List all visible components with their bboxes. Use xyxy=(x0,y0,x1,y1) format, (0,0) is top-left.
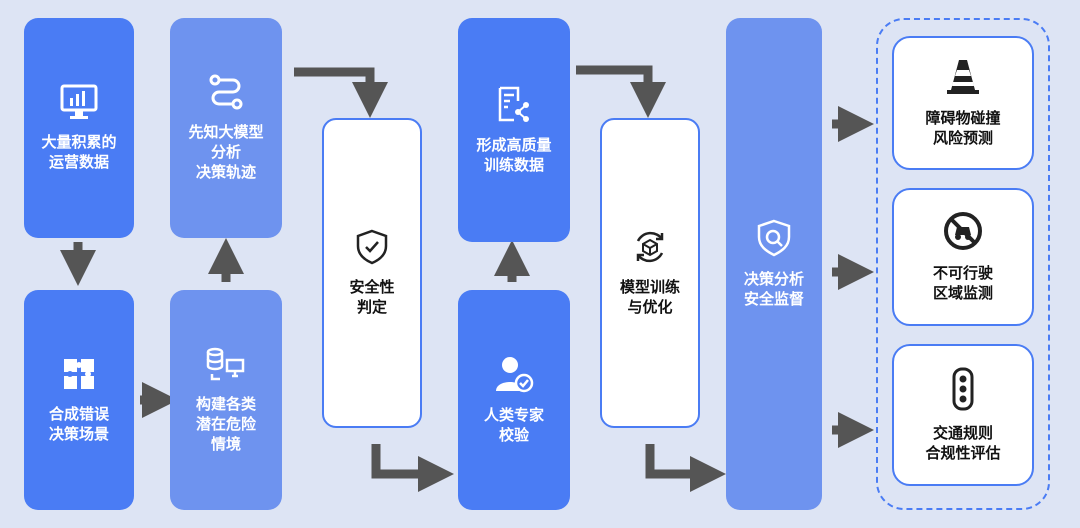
output-no-drive: 不可行驶 区域监测 xyxy=(892,188,1034,326)
user-check-icon xyxy=(496,357,534,393)
label-no-drive: 不可行驶 区域监测 xyxy=(932,264,993,302)
arrow-hq-to-train xyxy=(576,65,666,118)
label-model-train: 模型训练 与优化 xyxy=(619,278,680,316)
node-safety-judge: 安全性 判定 xyxy=(322,118,422,428)
shield-check-icon xyxy=(356,229,388,265)
traffic-cone-icon xyxy=(947,60,979,94)
label-ops-data: 大量积累的 运营数据 xyxy=(41,133,117,171)
output-obstacle: 障碍物碰撞 风险预测 xyxy=(892,36,1034,170)
document-share-icon xyxy=(498,86,529,122)
node-model-train: 模型训练 与优化 xyxy=(600,118,700,428)
label-safety-judge: 安全性 判定 xyxy=(349,278,395,316)
label-synth-scenes: 合成错误 决策场景 xyxy=(48,405,109,443)
output-group-frame xyxy=(876,18,1050,510)
node-ops-data: 大量积累的 运营数据 xyxy=(24,18,134,238)
arrow-train-to-monitor xyxy=(645,444,726,492)
node-decision-monitor: 决策分析 安全监督 xyxy=(726,18,822,510)
cube-refresh-icon xyxy=(636,231,664,263)
monitor-chart-icon xyxy=(60,84,98,119)
node-prior-model: 先知大模型 分析 决策轨迹 xyxy=(170,18,282,238)
label-expert-check: 人类专家 校验 xyxy=(483,406,544,444)
label-obstacle: 障碍物碰撞 风险预测 xyxy=(925,109,1001,147)
node-build-danger: 构建各类 潜在危险 情境 xyxy=(170,290,282,510)
label-hq-data: 形成高质量 训练数据 xyxy=(476,136,552,174)
arrow-prior-to-safety xyxy=(294,67,388,118)
arrow-safety-to-expert xyxy=(371,444,454,492)
output-traffic: 交通规则 合规性评估 xyxy=(892,344,1034,486)
path-route-icon xyxy=(209,74,243,110)
label-prior-model: 先知大模型 分析 决策轨迹 xyxy=(188,123,264,181)
node-synth-scenes: 合成错误 决策场景 xyxy=(24,290,134,510)
node-expert-check: 人类专家 校验 xyxy=(458,290,570,510)
shield-search-icon xyxy=(757,219,791,257)
node-hq-data: 形成高质量 训练数据 xyxy=(458,18,570,242)
database-monitor-icon xyxy=(206,347,245,381)
no-entry-icon xyxy=(944,212,982,250)
label-traffic: 交通规则 合规性评估 xyxy=(925,424,1001,462)
traffic-light-icon xyxy=(952,367,974,411)
label-build-danger: 构建各类 潜在危险 情境 xyxy=(195,395,256,453)
puzzle-icon xyxy=(64,359,94,389)
label-decision-monitor: 决策分析 安全监督 xyxy=(743,270,804,308)
